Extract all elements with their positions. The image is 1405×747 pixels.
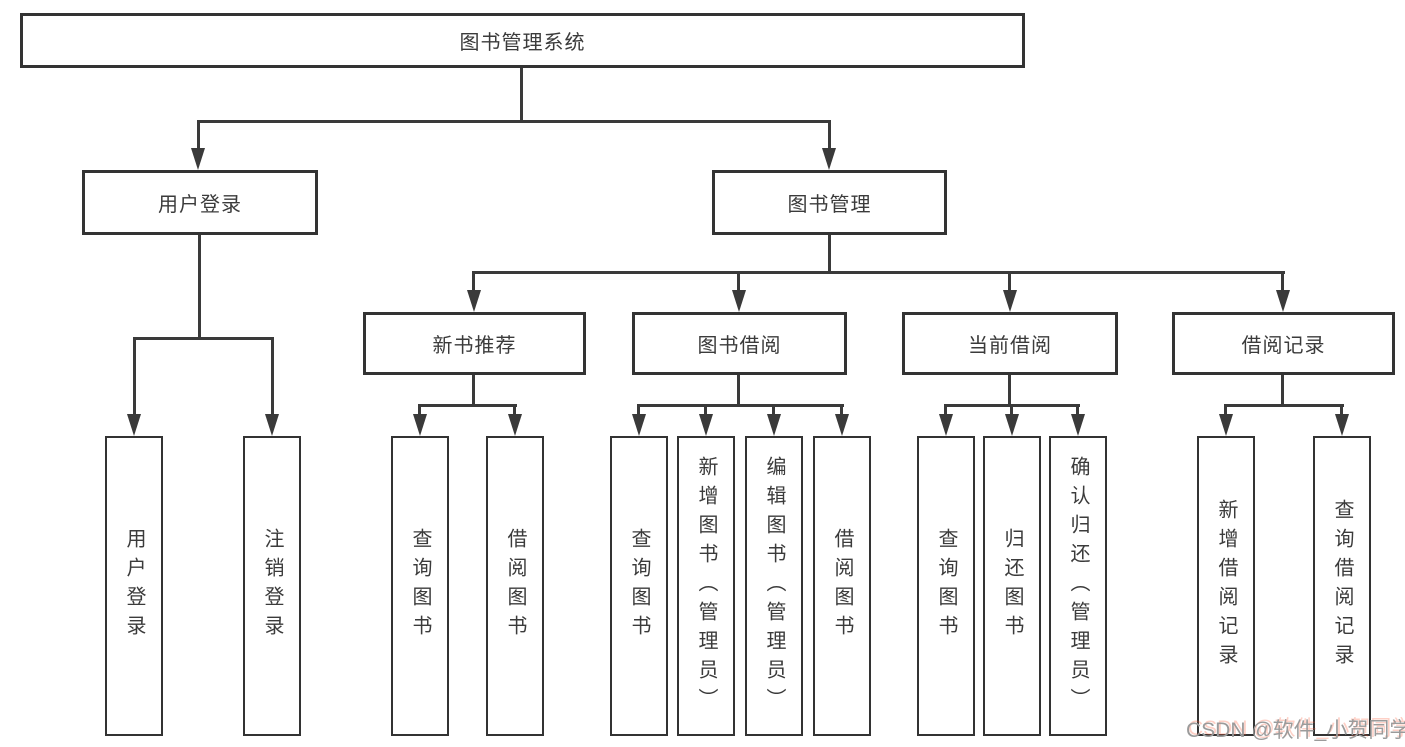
node-book-management: 图书管理 (712, 170, 947, 235)
connector (271, 337, 274, 414)
node-borrow-records: 借阅记录 (1172, 312, 1395, 375)
leaf-borrow-books: 借阅图书 (813, 436, 871, 736)
arrow-down-icon (1005, 414, 1019, 436)
connector (828, 120, 831, 148)
leaf-user-login: 用户登录 (105, 436, 163, 736)
connector (197, 120, 831, 123)
arrow-down-icon (1335, 414, 1349, 436)
connector (772, 404, 775, 414)
arrow-down-icon (939, 414, 953, 436)
arrow-down-icon (508, 414, 522, 436)
connector (637, 404, 844, 407)
connector (737, 271, 740, 290)
connector (1281, 375, 1284, 407)
arrow-down-icon (822, 148, 836, 170)
leaf-label: 用户登录 (123, 528, 145, 644)
arrow-down-icon (1276, 290, 1290, 312)
leaf-label: 确认归还（管理员） (1067, 455, 1089, 717)
arrow-down-icon (127, 414, 141, 436)
leaf-label: 新增借阅记录 (1215, 499, 1237, 673)
node-current-borrow: 当前借阅 (902, 312, 1118, 375)
node-label: 图书借阅 (697, 335, 782, 357)
leaf-query-borrow-record: 查询借阅记录 (1313, 436, 1371, 736)
arrow-down-icon (632, 414, 646, 436)
arrow-down-icon (835, 414, 849, 436)
connector (1224, 404, 1344, 407)
csdn-watermark: CSDN @软件_小贺同学 (1186, 719, 1405, 742)
connector (472, 271, 1285, 274)
connector (704, 404, 707, 414)
connector (520, 68, 523, 122)
connector (828, 235, 831, 274)
leaf-label: 查询图书 (935, 528, 957, 644)
leaf-label: 新增图书（管理员） (695, 455, 717, 717)
leaf-query-books-borrow: 查询图书 (610, 436, 668, 736)
leaf-query-books-recommend: 查询图书 (391, 436, 449, 736)
leaf-label: 借阅图书 (504, 528, 526, 644)
leaf-label: 查询借阅记录 (1331, 499, 1353, 673)
connector (198, 235, 201, 339)
arrow-down-icon (767, 414, 781, 436)
connector (737, 375, 740, 407)
connector (513, 404, 516, 414)
arrow-down-icon (467, 290, 481, 312)
leaf-label: 查询图书 (409, 528, 431, 644)
node-root-system: 图书管理系统 (20, 13, 1025, 68)
connector (1281, 271, 1284, 290)
connector (197, 120, 200, 148)
leaf-edit-books-admin: 编辑图书（管理员） (745, 436, 803, 736)
connector (472, 271, 475, 290)
arrow-down-icon (265, 414, 279, 436)
leaf-return-books: 归还图书 (983, 436, 1041, 736)
connector (944, 404, 947, 414)
arrow-down-icon (1219, 414, 1233, 436)
node-label: 图书管理系统 (459, 32, 586, 54)
node-label: 当前借阅 (968, 335, 1052, 357)
leaf-logout: 注销登录 (243, 436, 301, 736)
leaf-borrow-books-recommend: 借阅图书 (486, 436, 544, 736)
connector (1340, 404, 1343, 414)
connector (133, 337, 274, 340)
leaf-label: 借阅图书 (831, 528, 853, 644)
connector (472, 375, 475, 407)
connector (1224, 404, 1227, 414)
connector (637, 404, 640, 414)
node-label: 图书管理 (787, 194, 872, 216)
node-label: 新书推荐 (432, 335, 517, 357)
arrow-down-icon (732, 290, 746, 312)
leaf-label: 注销登录 (261, 528, 283, 644)
leaf-add-borrow-record: 新增借阅记录 (1197, 436, 1255, 736)
arrow-down-icon (1003, 290, 1017, 312)
connector (418, 404, 421, 414)
leaf-add-books-admin: 新增图书（管理员） (677, 436, 735, 736)
arrow-down-icon (1071, 414, 1085, 436)
leaf-label: 归还图书 (1001, 528, 1023, 644)
node-label: 用户登录 (158, 194, 242, 216)
leaf-query-books-current: 查询图书 (917, 436, 975, 736)
node-book-borrow: 图书借阅 (632, 312, 847, 375)
connector (418, 404, 517, 407)
leaf-confirm-return-admin: 确认归还（管理员） (1049, 436, 1107, 736)
node-user-login: 用户登录 (82, 170, 318, 235)
connector (1008, 375, 1011, 407)
connector (840, 404, 843, 414)
connector (1010, 404, 1013, 414)
connector (1076, 404, 1079, 414)
arrow-down-icon (699, 414, 713, 436)
arrow-down-icon (191, 148, 205, 170)
arrow-down-icon (413, 414, 427, 436)
leaf-label: 查询图书 (628, 528, 650, 644)
leaf-label: 编辑图书（管理员） (763, 455, 785, 717)
connector (133, 337, 136, 414)
node-label: 借阅记录 (1241, 335, 1326, 357)
node-new-book-recommend: 新书推荐 (363, 312, 586, 375)
connector (1008, 271, 1011, 290)
